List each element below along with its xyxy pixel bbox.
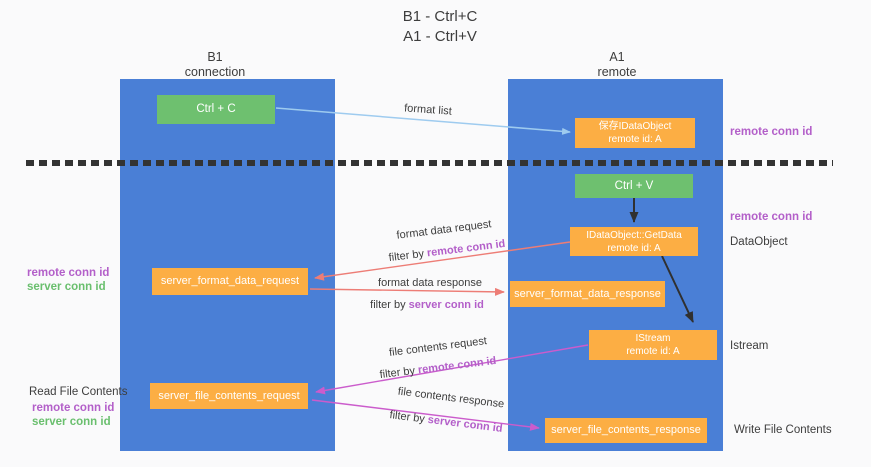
dataobject-label: DataObject — [730, 236, 788, 248]
save-idataobject-line1: 保存IDataObject — [598, 121, 672, 132]
file-contents-request-filter-label: filter by remote conn id — [379, 355, 497, 381]
left-column-name: B1 — [207, 50, 223, 64]
server-format-data-response-label: server_format_data_response — [514, 287, 661, 300]
idataobject-getdata-box: IDataObject::GetData remote id: A — [570, 227, 698, 256]
right-remote-conn-id-mid: remote conn id — [730, 211, 813, 223]
server-file-contents-response-box: server_file_contents_response — [545, 418, 707, 443]
save-idataobject-box: 保存IDataObject remote id: A — [575, 118, 695, 148]
right-column-name: A1 — [609, 50, 625, 64]
file-contents-response-filter-label: filter by server conn id — [389, 409, 503, 435]
left-remote-conn-id-2: remote conn id — [32, 402, 115, 414]
title-line-2: A1 - Ctrl+V — [403, 28, 477, 45]
filter-by-text-2: filter by — [370, 299, 409, 311]
filter-server-conn-id-2: server conn id — [408, 299, 484, 311]
istream-side-label: Istream — [730, 340, 769, 352]
server-format-data-request-box: server_format_data_request — [152, 268, 308, 295]
right-remote-conn-id-top: remote conn id — [730, 126, 813, 138]
server-file-contents-request-box: server_file_contents_request — [150, 383, 308, 409]
server-file-contents-response-label: server_file_contents_response — [551, 424, 701, 436]
istream-line1: IStream — [635, 333, 671, 344]
filter-by-text-4: filter by — [388, 409, 429, 426]
server-file-contents-request-label: server_file_contents_request — [158, 389, 300, 402]
filter-remote-conn-id-3: remote conn id — [417, 354, 497, 377]
left-remote-conn-id: remote conn id — [27, 267, 110, 279]
save-idataobject-line2: remote id: A — [608, 134, 662, 145]
format-data-response-label: format data response — [378, 277, 482, 289]
left-column-header: B1 connection — [145, 50, 285, 80]
filter-remote-conn-id-1: remote conn id — [426, 237, 506, 260]
left-server-conn-id: server conn id — [27, 281, 106, 293]
write-file-contents-label: Write File Contents — [734, 424, 832, 436]
format-data-response-filter-label: filter by server conn id — [370, 299, 484, 311]
file-contents-request-label: file contents request — [388, 335, 488, 359]
read-file-contents-label: Read File Contents — [29, 386, 128, 398]
left-server-conn-id-2: server conn id — [32, 416, 111, 428]
filter-by-text-3: filter by — [379, 364, 419, 382]
ctrl-v-box: Ctrl + V — [575, 174, 693, 198]
format-data-request-label: format data request — [395, 218, 493, 242]
diagram-title: B1 - Ctrl+C A1 - Ctrl+V — [300, 7, 580, 47]
format-list-label: format list — [403, 102, 453, 118]
format-data-request-filter-label: filter by remote conn id — [388, 238, 506, 264]
ctrl-v-label: Ctrl + V — [614, 179, 654, 192]
filter-server-conn-id-4: server conn id — [427, 413, 504, 435]
title-line-1: B1 - Ctrl+C — [402, 8, 478, 25]
left-column-subtitle: connection — [184, 65, 246, 79]
istream-line2: remote id: A — [626, 346, 680, 357]
ctrl-c-box: Ctrl + C — [157, 95, 275, 124]
server-format-data-response-box: server_format_data_response — [510, 281, 665, 307]
filter-by-text-1: filter by — [388, 247, 428, 265]
right-column-subtitle: remote — [597, 65, 637, 79]
format-data-response-arrow — [309, 287, 505, 296]
file-contents-response-label: file contents response — [397, 385, 505, 411]
getdata-line1: IDataObject::GetData — [586, 229, 682, 241]
ctrl-c-label: Ctrl + C — [196, 103, 236, 115]
istream-box: IStream remote id: A — [589, 330, 717, 360]
dashed-separator-line — [26, 160, 833, 166]
right-column-header: A1 remote — [547, 50, 687, 80]
getdata-line2: remote id: A — [607, 242, 661, 254]
server-format-data-request-label: server_format_data_request — [160, 275, 300, 287]
